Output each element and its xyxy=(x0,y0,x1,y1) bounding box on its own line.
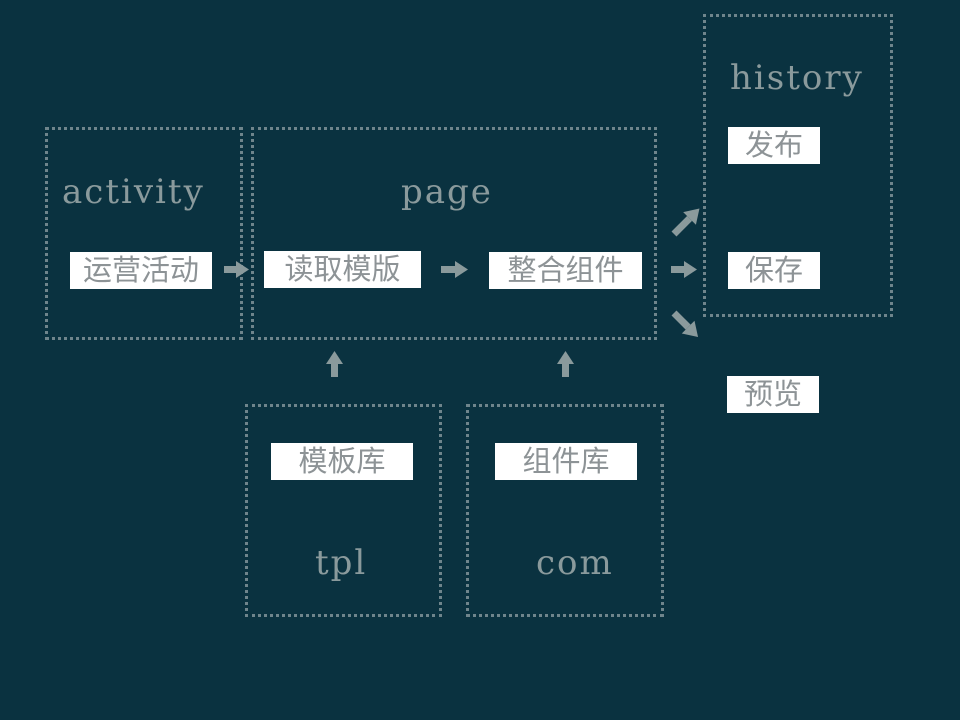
arrow-activity-to-read xyxy=(224,261,249,278)
arrow-to-save xyxy=(671,261,697,278)
com-group-title: com xyxy=(536,543,614,583)
save-node: 保存 xyxy=(728,252,820,289)
tpl-group xyxy=(245,404,442,617)
arrow-read-to-integrate xyxy=(441,261,468,278)
component-library-node: 组件库 xyxy=(495,443,637,480)
preview-node: 预览 xyxy=(727,376,819,413)
tpl-group-title: tpl xyxy=(315,543,368,583)
operation-activity-node: 运营活动 xyxy=(70,252,212,289)
activity-group xyxy=(45,127,243,340)
arrow-to-publish xyxy=(671,208,700,237)
arrow-tpl-to-read xyxy=(326,351,343,377)
page-group xyxy=(251,127,657,340)
read-template-node: 读取模版 xyxy=(264,251,421,288)
page-group-title: page xyxy=(401,172,493,212)
com-group xyxy=(466,404,664,617)
activity-group-title: activity xyxy=(62,172,205,212)
integrate-components-node: 整合组件 xyxy=(489,252,642,289)
publish-node: 发布 xyxy=(728,127,820,164)
history-group xyxy=(703,14,893,317)
template-library-node: 模板库 xyxy=(271,443,413,480)
arrow-to-preview xyxy=(671,310,699,338)
history-group-title: history xyxy=(730,58,864,98)
arrow-com-to-integrate xyxy=(557,351,574,377)
